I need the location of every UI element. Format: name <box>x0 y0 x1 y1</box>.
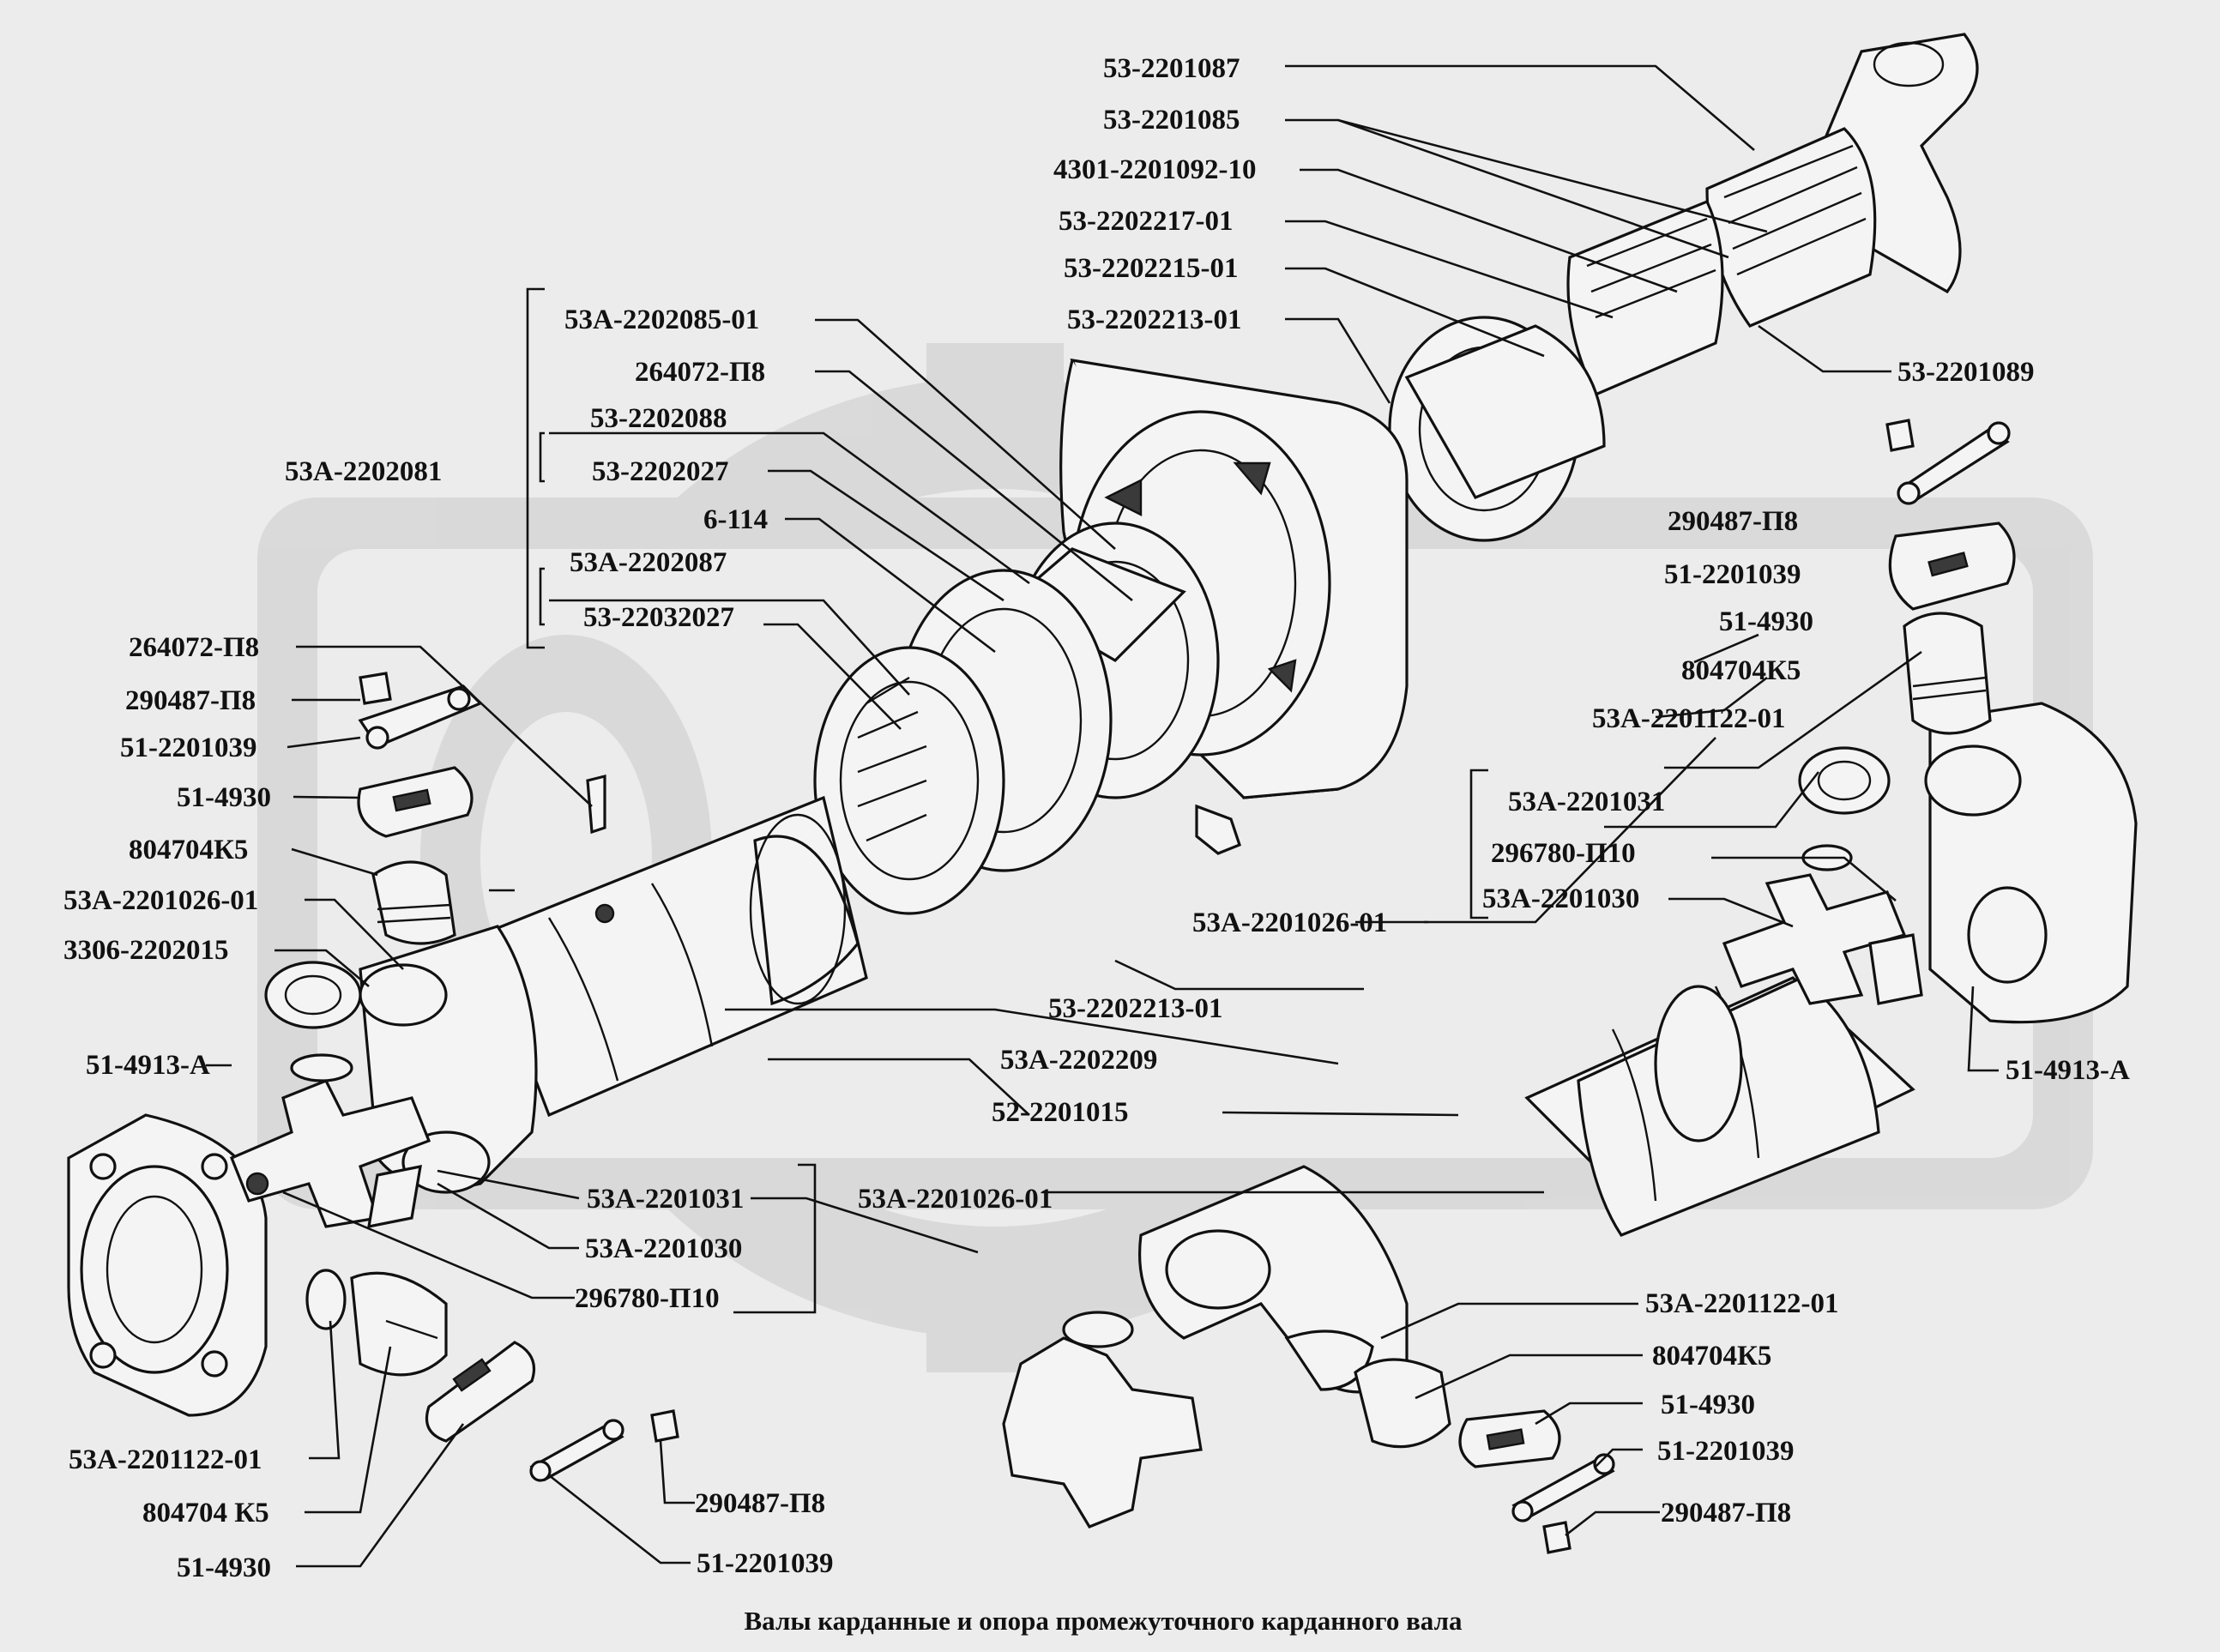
part-label: 53-2202213-01 <box>1048 993 1222 1024</box>
part-label: 53-2202088 <box>590 403 727 434</box>
part-label: 53А-2201026-01 <box>1192 907 1387 938</box>
part-label: 53А-2201030 <box>1482 883 1639 914</box>
part-label: 290487-П8 <box>1668 506 1798 537</box>
part-label: 53А-2201122-01 <box>69 1444 262 1475</box>
part-label: 51-2201039 <box>1657 1436 1795 1467</box>
part-label: 264072-П8 <box>129 632 259 663</box>
bottom-left-cap-parts <box>305 1269 679 1482</box>
bearing-assembly <box>813 522 1220 915</box>
part-label: 51-4930 <box>1661 1390 1755 1420</box>
part-label: 53А-2202087 <box>570 547 727 578</box>
part-label: 51-4930 <box>1719 606 1813 637</box>
left-bearing-cap-parts <box>264 672 606 1029</box>
part-label: 51-2201039 <box>697 1548 834 1579</box>
part-label: 53-2202217-01 <box>1059 206 1233 237</box>
part-label: 53-2201089 <box>1897 357 2035 388</box>
part-label: 53А-2201026-01 <box>63 885 258 916</box>
part-label: 53А-2202081 <box>285 456 442 487</box>
leader-lines <box>206 64 1999 1568</box>
part-label: 53А-2201031 <box>587 1184 744 1215</box>
part-label: 804704К5 <box>1681 655 1801 686</box>
part-label: 804704К5 <box>1652 1341 1771 1372</box>
right-bearing-cap-parts <box>1798 419 2016 815</box>
part-label: 51-2201039 <box>1664 559 1801 590</box>
part-label: 53А-2201026-01 <box>858 1184 1053 1215</box>
part-label: 3306-2202015 <box>63 935 229 966</box>
part-label: 53-2202027 <box>592 456 729 487</box>
part-label: 53-22032027 <box>583 602 734 633</box>
cross-and-flange-left <box>67 1053 431 1417</box>
part-label: 53А-2202085-01 <box>564 304 759 335</box>
part-drawings <box>67 33 2138 1554</box>
part-label: 52-2201015 <box>992 1097 1129 1128</box>
part-label: 6-114 <box>703 504 768 535</box>
part-label: 290487-П8 <box>125 685 256 716</box>
part-label: 296780-П10 <box>575 1283 720 1314</box>
label-brackets <box>526 287 1488 1314</box>
part-label: 51-4930 <box>177 1553 271 1583</box>
grease-fitting-center <box>1195 804 1241 855</box>
part-label: 53А-2201030 <box>585 1233 742 1264</box>
part-label: 53А-2201031 <box>1508 787 1665 817</box>
part-label: 53А-2201122-01 <box>1645 1288 1839 1319</box>
diagram-caption: Валы карданные и опора промежуточного ка… <box>745 1606 1463 1636</box>
part-label: 290487-П8 <box>695 1488 825 1519</box>
slip-yoke-top <box>1388 33 1979 542</box>
part-label: 290487-П8 <box>1661 1498 1791 1528</box>
part-label: 804704К5 <box>129 835 248 865</box>
propeller-shaft-rear <box>1137 976 1915 1394</box>
part-label: 53А-2201122-01 <box>1592 703 1786 734</box>
part-label: 4301-2201092-10 <box>1053 154 1256 185</box>
part-label: 804704 К5 <box>142 1498 269 1528</box>
part-label: 296780-П10 <box>1491 838 1636 869</box>
part-label: 51-2201039 <box>120 733 257 763</box>
part-labels: 53-2201087 53-2201085 4301-2201092-10 53… <box>63 53 2130 1583</box>
part-label: 53А-2202209 <box>1000 1045 1157 1076</box>
part-label: 53-2202215-01 <box>1064 253 1238 284</box>
bottom-center-cross-and-caps <box>1002 1311 1615 1554</box>
part-label: 51-4913-А <box>2006 1055 2130 1086</box>
part-label: 264072-П8 <box>635 357 765 388</box>
part-label: 53-2201087 <box>1103 53 1240 84</box>
part-label: 53-2201085 <box>1103 105 1240 136</box>
part-label: 51-4930 <box>177 782 271 813</box>
cross-and-flange-right <box>1722 702 2138 1024</box>
part-label: 51-4913-А <box>86 1050 210 1081</box>
part-label: 53-2202213-01 <box>1067 304 1241 335</box>
